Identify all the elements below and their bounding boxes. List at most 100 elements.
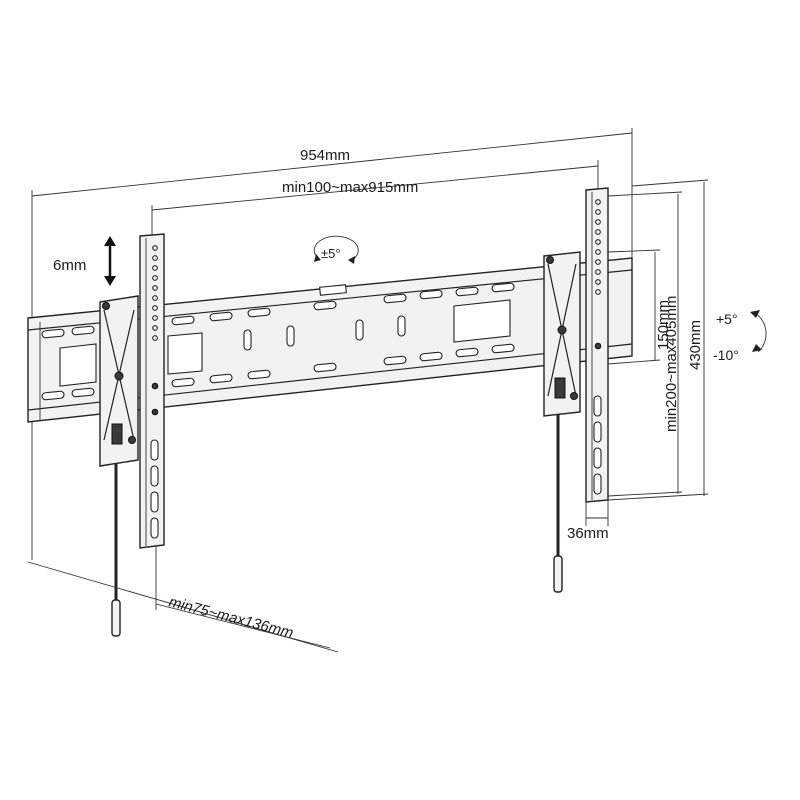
wall-plate-vertical-slots: [243, 315, 406, 351]
arm-hole: [152, 305, 158, 311]
arm-hole: [595, 279, 601, 285]
arm-hole: [152, 315, 158, 321]
right-scissor-mechanism: [543, 251, 581, 593]
overall-width-dimension: 954mm: [31, 128, 633, 560]
plate-slot: [247, 307, 271, 318]
plate-slot: [71, 325, 95, 336]
plate-slot: [455, 347, 479, 358]
tilt-up-label: +5°: [716, 311, 738, 327]
plate-vertical-slot: [243, 329, 252, 351]
level-indicator-tab: [319, 284, 347, 296]
wall-distance-label: min75~max136mm: [167, 593, 295, 641]
profile-depth-label: 36mm: [567, 525, 609, 542]
plate-cutout: [59, 343, 97, 387]
profile-depth-dimension: 36mm: [567, 500, 609, 542]
right-scissor-bolt: [546, 256, 554, 264]
rotation-arrow-right-icon: [348, 256, 355, 264]
arm-hole: [152, 295, 158, 301]
left-scissor-mechanism: [99, 295, 139, 637]
arm-hole: [595, 289, 601, 295]
arm-bolt: [151, 382, 159, 390]
right-arm-holes: [594, 199, 602, 350]
plate-vertical-slot: [397, 315, 406, 337]
plate-slot: [209, 373, 233, 384]
arm-hole: [595, 219, 601, 225]
height-overall-top-extension: [631, 179, 709, 187]
arrow-up-icon: [104, 236, 116, 246]
plate-slot: [419, 289, 443, 300]
rotation-arc-icon: [313, 235, 359, 261]
wall-plate-lower-slots: [41, 343, 515, 401]
plate-cutout: [167, 332, 203, 375]
arm-hole: [595, 239, 601, 245]
plate-slot: [419, 351, 443, 362]
rotation-label: ±5°: [321, 246, 341, 261]
height-150-label: 150mm: [655, 300, 672, 350]
tilt-arrow-down-icon: [752, 344, 762, 352]
plate-vertical-slot: [286, 325, 295, 347]
height-overall-label: 430mm: [687, 320, 704, 370]
plate-slot: [313, 300, 337, 311]
plate-slot: [491, 282, 515, 293]
arm-slot: [150, 491, 159, 513]
height-dimensions: 150mm min200~max405mm 430mm: [607, 179, 709, 501]
height-range-label: min200~max405mm: [663, 296, 680, 432]
plate-slot: [171, 377, 195, 388]
plate-slot: [455, 286, 479, 297]
vertical-adjust-label: 6mm: [53, 257, 86, 274]
right-bracket-arm: [585, 187, 609, 503]
arm-slot: [150, 465, 159, 487]
arm-hole: [152, 255, 158, 261]
arm-bolt: [594, 342, 602, 350]
left-lock-block: [111, 423, 123, 445]
bracket-spacing-dimension: min100~max915mm: [151, 160, 599, 240]
bracket-spacing-label: min100~max915mm: [282, 179, 418, 196]
arrow-down-icon: [104, 276, 116, 286]
arm-slot: [593, 395, 602, 417]
wall-plate-upper-slots: [41, 282, 515, 339]
left-scissor-bolt: [128, 436, 136, 444]
arm-hole: [152, 335, 158, 341]
tilt-indicator: +5° -10°: [713, 310, 767, 363]
arm-bolt: [151, 408, 159, 416]
left-scissor-bolt: [102, 302, 110, 310]
left-bracket-arm: [139, 233, 165, 549]
arm-hole: [595, 269, 601, 275]
right-scissor-pivot: [557, 325, 567, 335]
rotation-indicator: ±5°: [313, 235, 359, 264]
arm-hole: [595, 249, 601, 255]
arm-hole: [152, 285, 158, 291]
wall-distance-dimension: min75~max136mm: [27, 546, 339, 653]
right-scissor-bolt: [570, 392, 578, 400]
plate-slot: [247, 369, 271, 380]
height-range-bottom-extension: [607, 491, 683, 497]
plate-cutout: [453, 299, 511, 343]
wall-plate-cutouts: [59, 299, 511, 387]
plate-slot: [171, 315, 195, 326]
arm-hole: [152, 245, 158, 251]
left-pull-handle: [111, 599, 121, 637]
left-scissor-frame: [99, 295, 139, 467]
plate-slot: [383, 355, 407, 366]
tilt-arrow-up-icon: [750, 310, 760, 318]
vertical-adjust-indicator: 6mm: [53, 236, 116, 286]
bracket-spacing-line: [151, 165, 599, 211]
plate-slot: [313, 362, 337, 373]
arm-slot: [150, 517, 159, 539]
arm-slot: [593, 447, 602, 469]
left-arm-holes: [151, 245, 159, 416]
plate-slot: [71, 387, 95, 398]
height-overall-bottom-extension: [607, 493, 709, 501]
plate-slot: [41, 328, 65, 339]
arm-hole: [595, 199, 601, 205]
arm-hole: [152, 275, 158, 281]
wall-plate: [27, 257, 633, 423]
height-150-bottom-extension: [607, 359, 661, 365]
arm-hole: [595, 209, 601, 215]
right-lock-block: [554, 377, 566, 399]
arm-slot: [593, 421, 602, 443]
arm-hole: [595, 259, 601, 265]
arm-hole: [152, 325, 158, 331]
height-range-top-extension: [607, 191, 683, 197]
